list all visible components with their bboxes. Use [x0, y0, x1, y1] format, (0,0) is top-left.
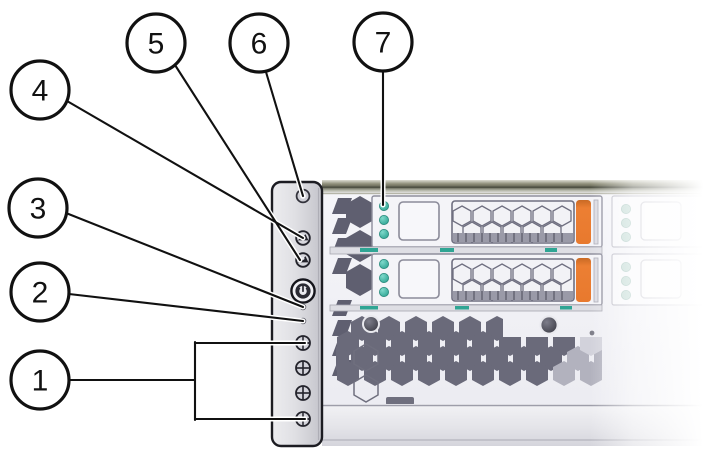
hex-outline-upper: [353, 343, 379, 372]
module-divider-upper: [329, 246, 603, 255]
drive-release-latch[interactable]: [576, 258, 591, 302]
leader-line-5: [173, 63, 302, 262]
callout-number: 3: [30, 193, 47, 226]
callout-leader-lines: [63, 62, 386, 422]
upper-hex-vents: [346, 196, 374, 296]
right-edge-fade: [590, 180, 703, 446]
thumbscrew-right[interactable]: [541, 317, 557, 333]
callout-markers: 1 2 3 4 5 6 7: [7, 11, 414, 411]
drive-module-upper[interactable]: [371, 195, 603, 248]
drive-led-indicator: [378, 258, 389, 269]
front-panel-bezel: [270, 180, 324, 448]
callout-number: 5: [148, 28, 165, 61]
leader-bracket-1: [67, 340, 307, 422]
drive-label-plate: [398, 201, 440, 241]
callout-number: 6: [251, 28, 268, 61]
callout-number: 2: [32, 277, 49, 310]
callout-6[interactable]: 6: [228, 12, 290, 74]
module-divider-lower: [329, 304, 603, 312]
grille-mesh: [452, 263, 573, 301]
leader-line-6: [264, 70, 305, 198]
drive-led-indicator: [378, 214, 389, 225]
callout-1[interactable]: 1: [9, 349, 71, 411]
server-chassis-body: [322, 180, 703, 446]
drive-release-latch[interactable]: [576, 200, 591, 244]
callout-5[interactable]: 5: [125, 12, 187, 74]
callout-number: 1: [32, 365, 49, 398]
grille-mesh: [452, 205, 573, 243]
callout-number: 7: [375, 27, 392, 60]
thumbscrew-left[interactable]: [364, 317, 378, 331]
power-symbol-icon: [297, 287, 309, 297]
leader-line-4: [65, 99, 305, 240]
fastener-upper[interactable]: [295, 360, 311, 376]
chassis-hardware: [353, 315, 595, 405]
power-button[interactable]: [290, 278, 316, 304]
vent-tab: [386, 397, 414, 405]
drive-led-indicator: [378, 228, 389, 239]
drive-module-lower[interactable]: [371, 253, 603, 306]
honeycomb-vent-panel: [336, 316, 602, 386]
drive-led-indicator: [378, 272, 389, 283]
callout-2[interactable]: 2: [9, 261, 71, 323]
leader-line-2: [67, 292, 305, 323]
callout-7[interactable]: 7: [352, 11, 414, 73]
leader-line-3: [64, 211, 305, 309]
drive-led-indicator: [378, 286, 389, 297]
drive-label-plate: [398, 259, 440, 299]
fastener-lower[interactable]: [295, 385, 311, 401]
callout-number: 4: [32, 75, 49, 108]
hex-outline-lower: [353, 374, 379, 403]
callout-4[interactable]: 4: [9, 59, 71, 121]
callout-3[interactable]: 3: [7, 177, 69, 239]
